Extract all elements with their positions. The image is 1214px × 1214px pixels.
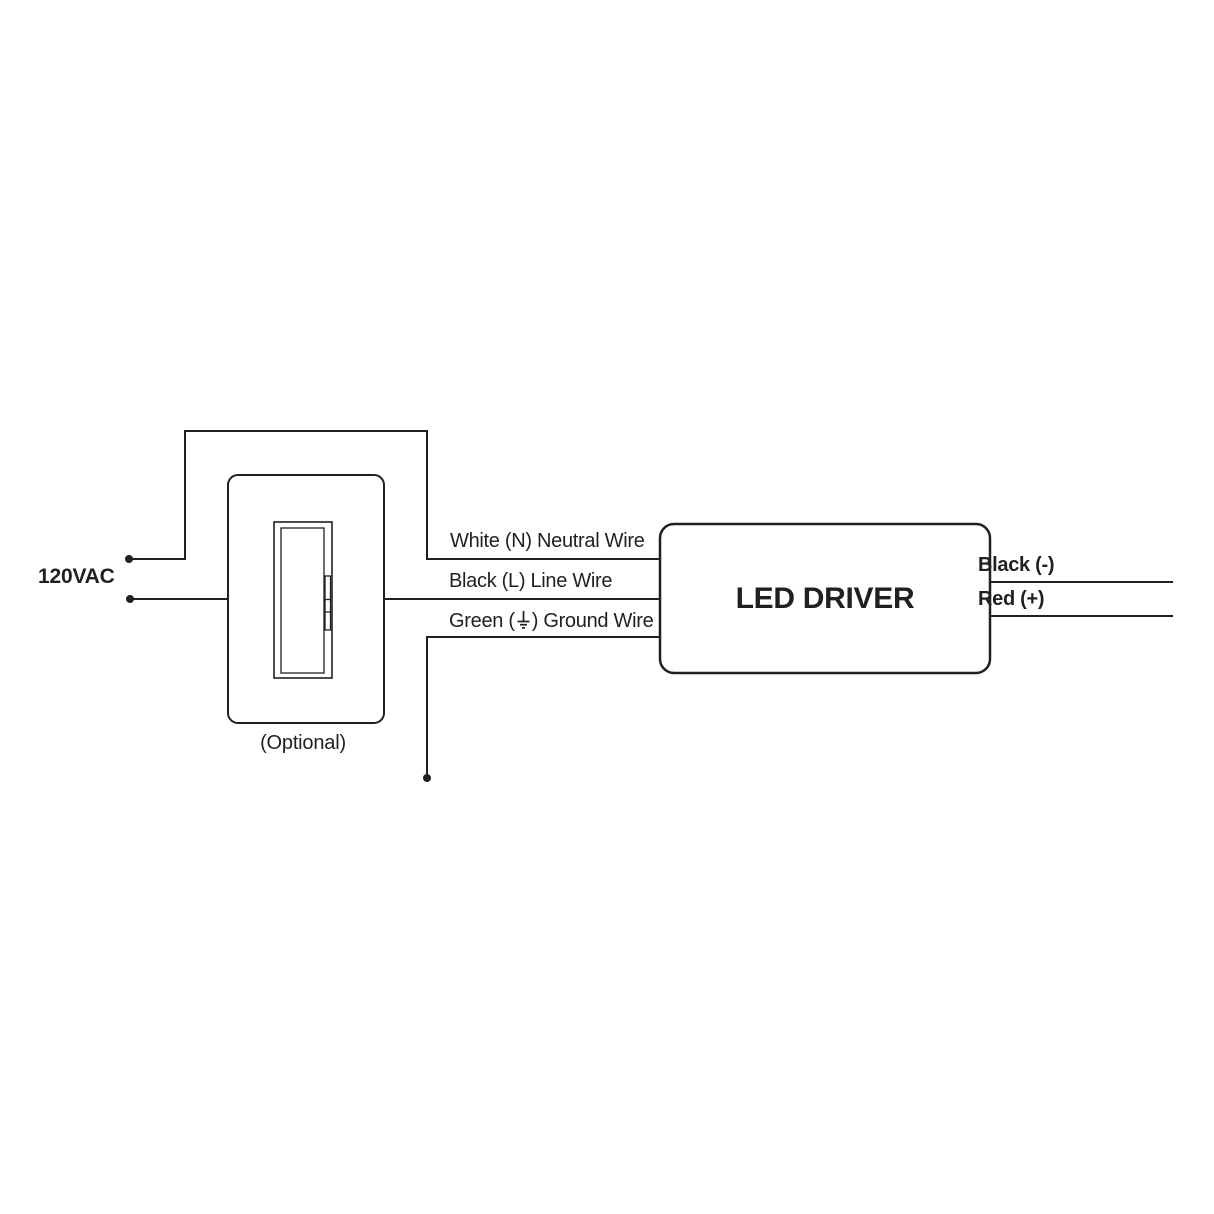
line-wire-label: Black (L) Line Wire — [449, 570, 613, 592]
dimmer-rocker-inner — [280, 527, 325, 674]
dimmer-optional-caption: (Optional) — [260, 732, 346, 754]
dimmer-slider-ticks — [325, 598, 331, 613]
ground-terminal-dot — [423, 774, 431, 782]
ground-wire-label: Green ( ) Ground Wire — [449, 610, 654, 632]
ground-label-prefix: Green ( — [449, 610, 515, 632]
output-positive-label: Red (+) — [978, 588, 1045, 610]
led-driver-outline — [658, 522, 992, 675]
line-terminal-dot — [126, 595, 134, 603]
ground-wire — [426, 636, 660, 778]
output-negative-label: Black (-) — [978, 554, 1055, 576]
dimmer-side-slider — [324, 575, 332, 631]
ground-label-suffix: ) Ground Wire — [531, 610, 654, 632]
source-voltage-label: 120VAC — [38, 565, 115, 588]
neutral-wire — [129, 430, 660, 560]
dimmer-switch — [227, 474, 385, 724]
led-driver-label: LED DRIVER — [735, 581, 915, 615]
neutral-wire-label: White (N) Neutral Wire — [450, 530, 645, 552]
earth-ground-icon — [517, 611, 530, 629]
neutral-terminal-dot — [125, 555, 133, 563]
dimmer-rocker-outer — [273, 521, 333, 679]
